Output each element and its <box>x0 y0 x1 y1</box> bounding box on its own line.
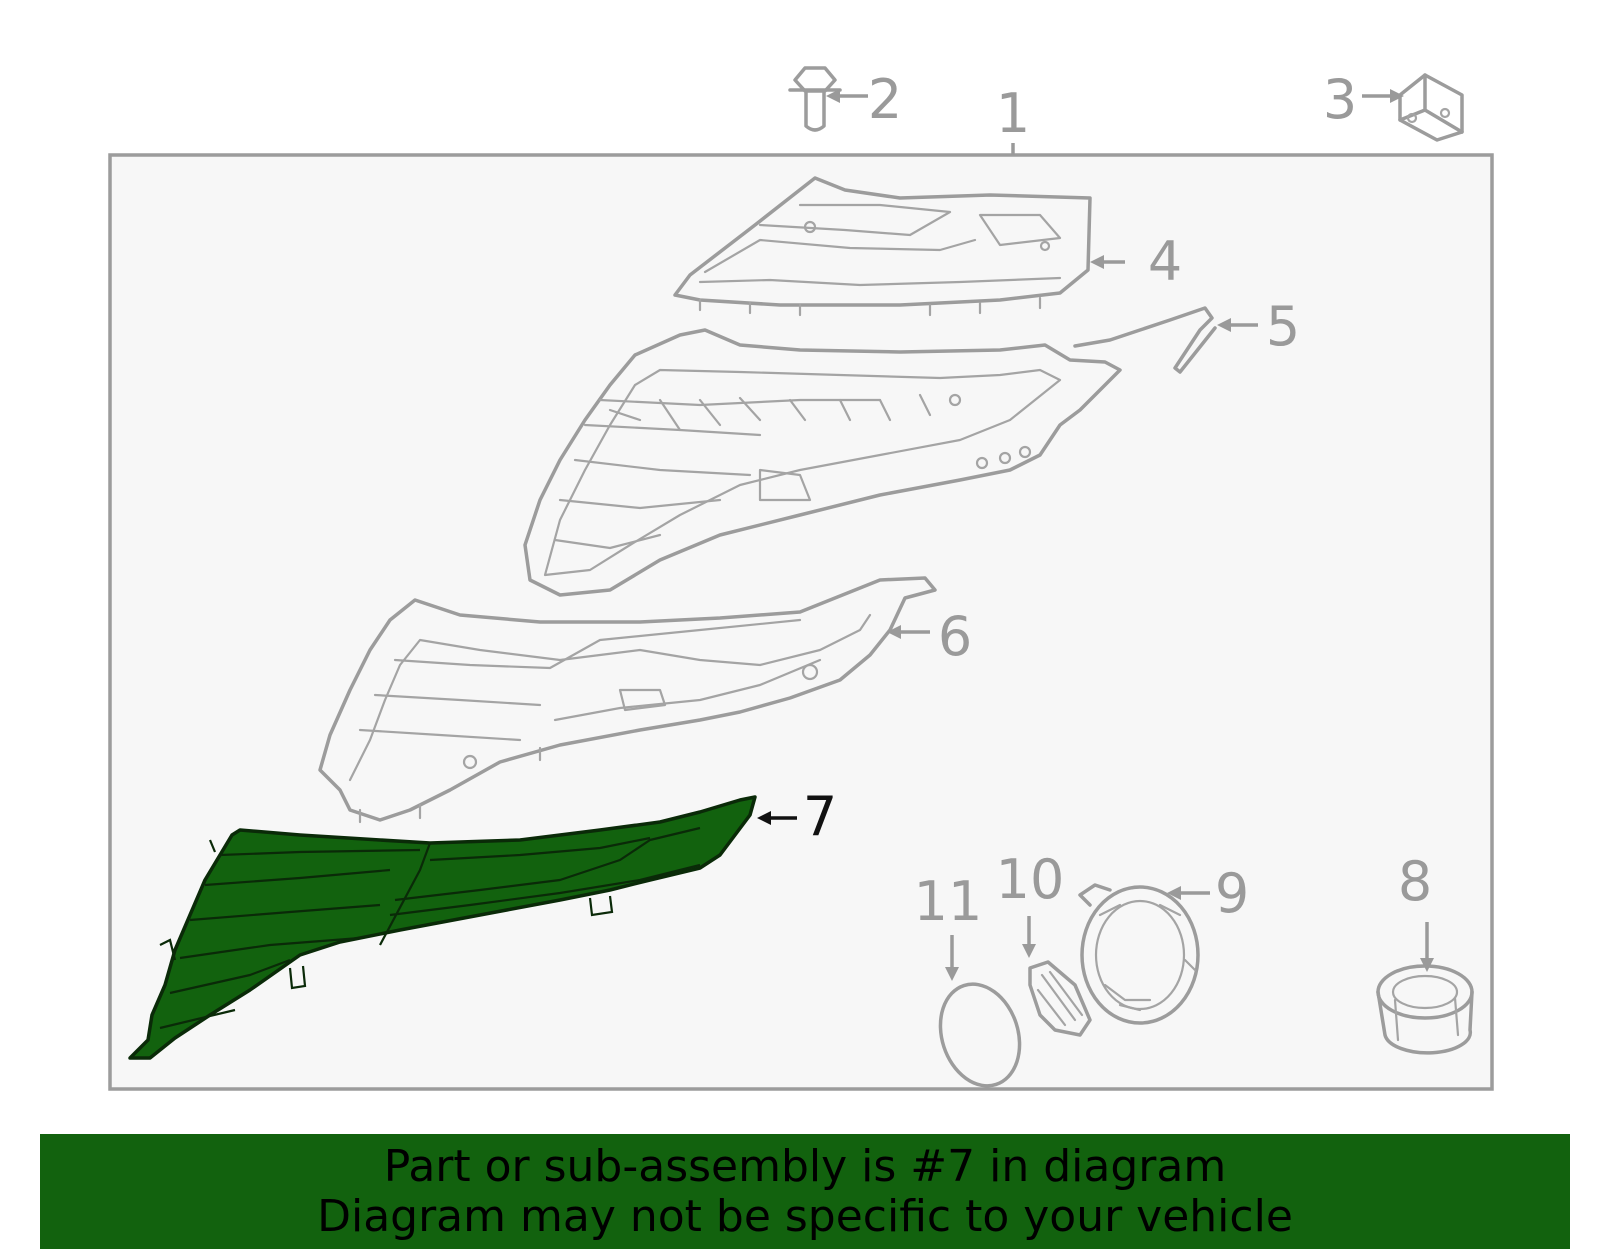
part-2-bolt[interactable] <box>788 66 842 132</box>
callout-4-arrowhead <box>1090 255 1104 269</box>
callout-9-label: 9 <box>1215 862 1249 925</box>
part-11-gasket[interactable] <box>928 974 1032 1096</box>
callout-10-label: 10 <box>996 848 1065 911</box>
callout-2-arrowhead <box>826 89 840 103</box>
headlamp-housing <box>523 328 1122 597</box>
part-10-lens[interactable] <box>1028 960 1092 1037</box>
part-8-bulb-cap[interactable] <box>1376 964 1474 1055</box>
part-3-bracket[interactable] <box>1398 73 1464 142</box>
callout-4-label: 4 <box>1148 230 1182 293</box>
callout-5-label: 5 <box>1266 295 1300 358</box>
callout-6-arrowhead <box>887 625 901 639</box>
part-5-wire[interactable] <box>1073 306 1217 374</box>
callout-8-label: 8 <box>1398 850 1432 913</box>
callout-1-label: 1 <box>996 82 1030 145</box>
callout-8-arrowhead <box>1420 958 1434 972</box>
callout-11-label: 11 <box>914 870 983 933</box>
callout-7-arrowhead <box>757 811 771 825</box>
part-6-inner-bezel[interactable] <box>318 576 937 824</box>
banner-line-part-number: Part or sub-assembly is #7 in diagram <box>383 1141 1227 1192</box>
callout-6-label: 6 <box>938 605 972 668</box>
callout-11-arrowhead <box>945 967 959 981</box>
callout-7-label[interactable]: 7 <box>803 785 837 848</box>
part-9-socket-ring[interactable] <box>1078 883 1200 1025</box>
callout-9-arrowhead <box>1167 886 1181 900</box>
part-4-trim-cover[interactable] <box>673 176 1092 317</box>
part-info-banner: Part or sub-assembly is #7 in diagram Di… <box>40 1134 1570 1249</box>
callout-2-label: 2 <box>868 68 902 131</box>
callout-5-arrowhead <box>1217 318 1231 332</box>
banner-line-disclaimer: Diagram may not be specific to your vehi… <box>317 1191 1293 1242</box>
callout-3-arrowhead <box>1390 89 1404 103</box>
callout-3-label: 3 <box>1323 68 1357 131</box>
callout-10-arrowhead <box>1022 944 1036 958</box>
part-7-highlighted-bezel[interactable] <box>128 795 757 1060</box>
